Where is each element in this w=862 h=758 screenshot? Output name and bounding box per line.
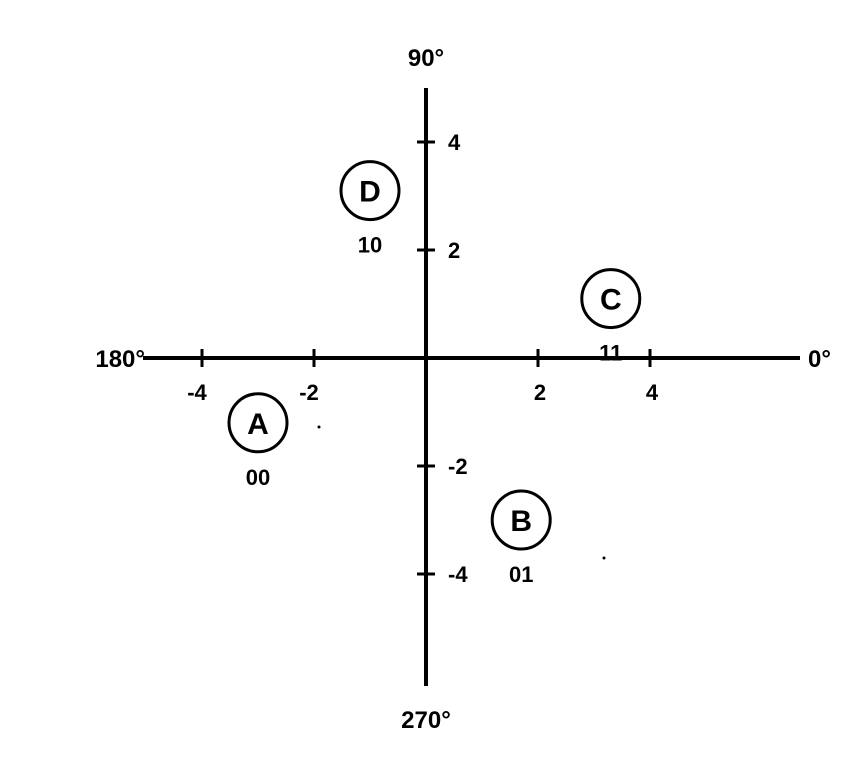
y-tick-label: 4 (448, 130, 461, 155)
x-tick-label: -2 (299, 380, 319, 405)
point-code: 10 (358, 233, 382, 258)
point-code: 11 (599, 341, 622, 366)
point-circle (490, 489, 552, 551)
point-code: 00 (246, 465, 270, 490)
scan-speck (602, 556, 606, 560)
scan-speck (317, 425, 321, 429)
point-circle (227, 392, 289, 454)
point-letter: B (510, 505, 532, 538)
point-circle (339, 160, 401, 222)
angle-label-left: 180° (95, 346, 145, 373)
angle-label-right: 0° (808, 346, 831, 373)
points-layer: A 00B 01 C 11 D 10 (227, 160, 642, 587)
constellation-point-c: C 11 (580, 268, 642, 366)
angle-label-bottom: 270° (401, 707, 451, 734)
point-letter: C (600, 284, 622, 317)
x-tick-label: 2 (534, 380, 546, 405)
point-letter: A (247, 408, 269, 441)
y-tick-label: 2 (448, 238, 460, 263)
constellation-point-b: B 01 (490, 489, 552, 587)
point-code: 01 (509, 562, 533, 587)
constellation-point-a: A 00 (227, 392, 289, 490)
x-tick-label: 4 (646, 380, 659, 405)
tick-layer: -4 -2 2 4 4 2 -2 -4 (187, 130, 659, 587)
y-tick-label: -2 (448, 454, 468, 479)
point-circle (580, 268, 642, 330)
constellation-point-d: D 10 (339, 160, 401, 258)
point-letter: D (359, 176, 381, 209)
angle-label-top: 90° (408, 45, 444, 72)
y-tick-label: -4 (448, 562, 468, 587)
x-tick-label: -4 (187, 380, 207, 405)
